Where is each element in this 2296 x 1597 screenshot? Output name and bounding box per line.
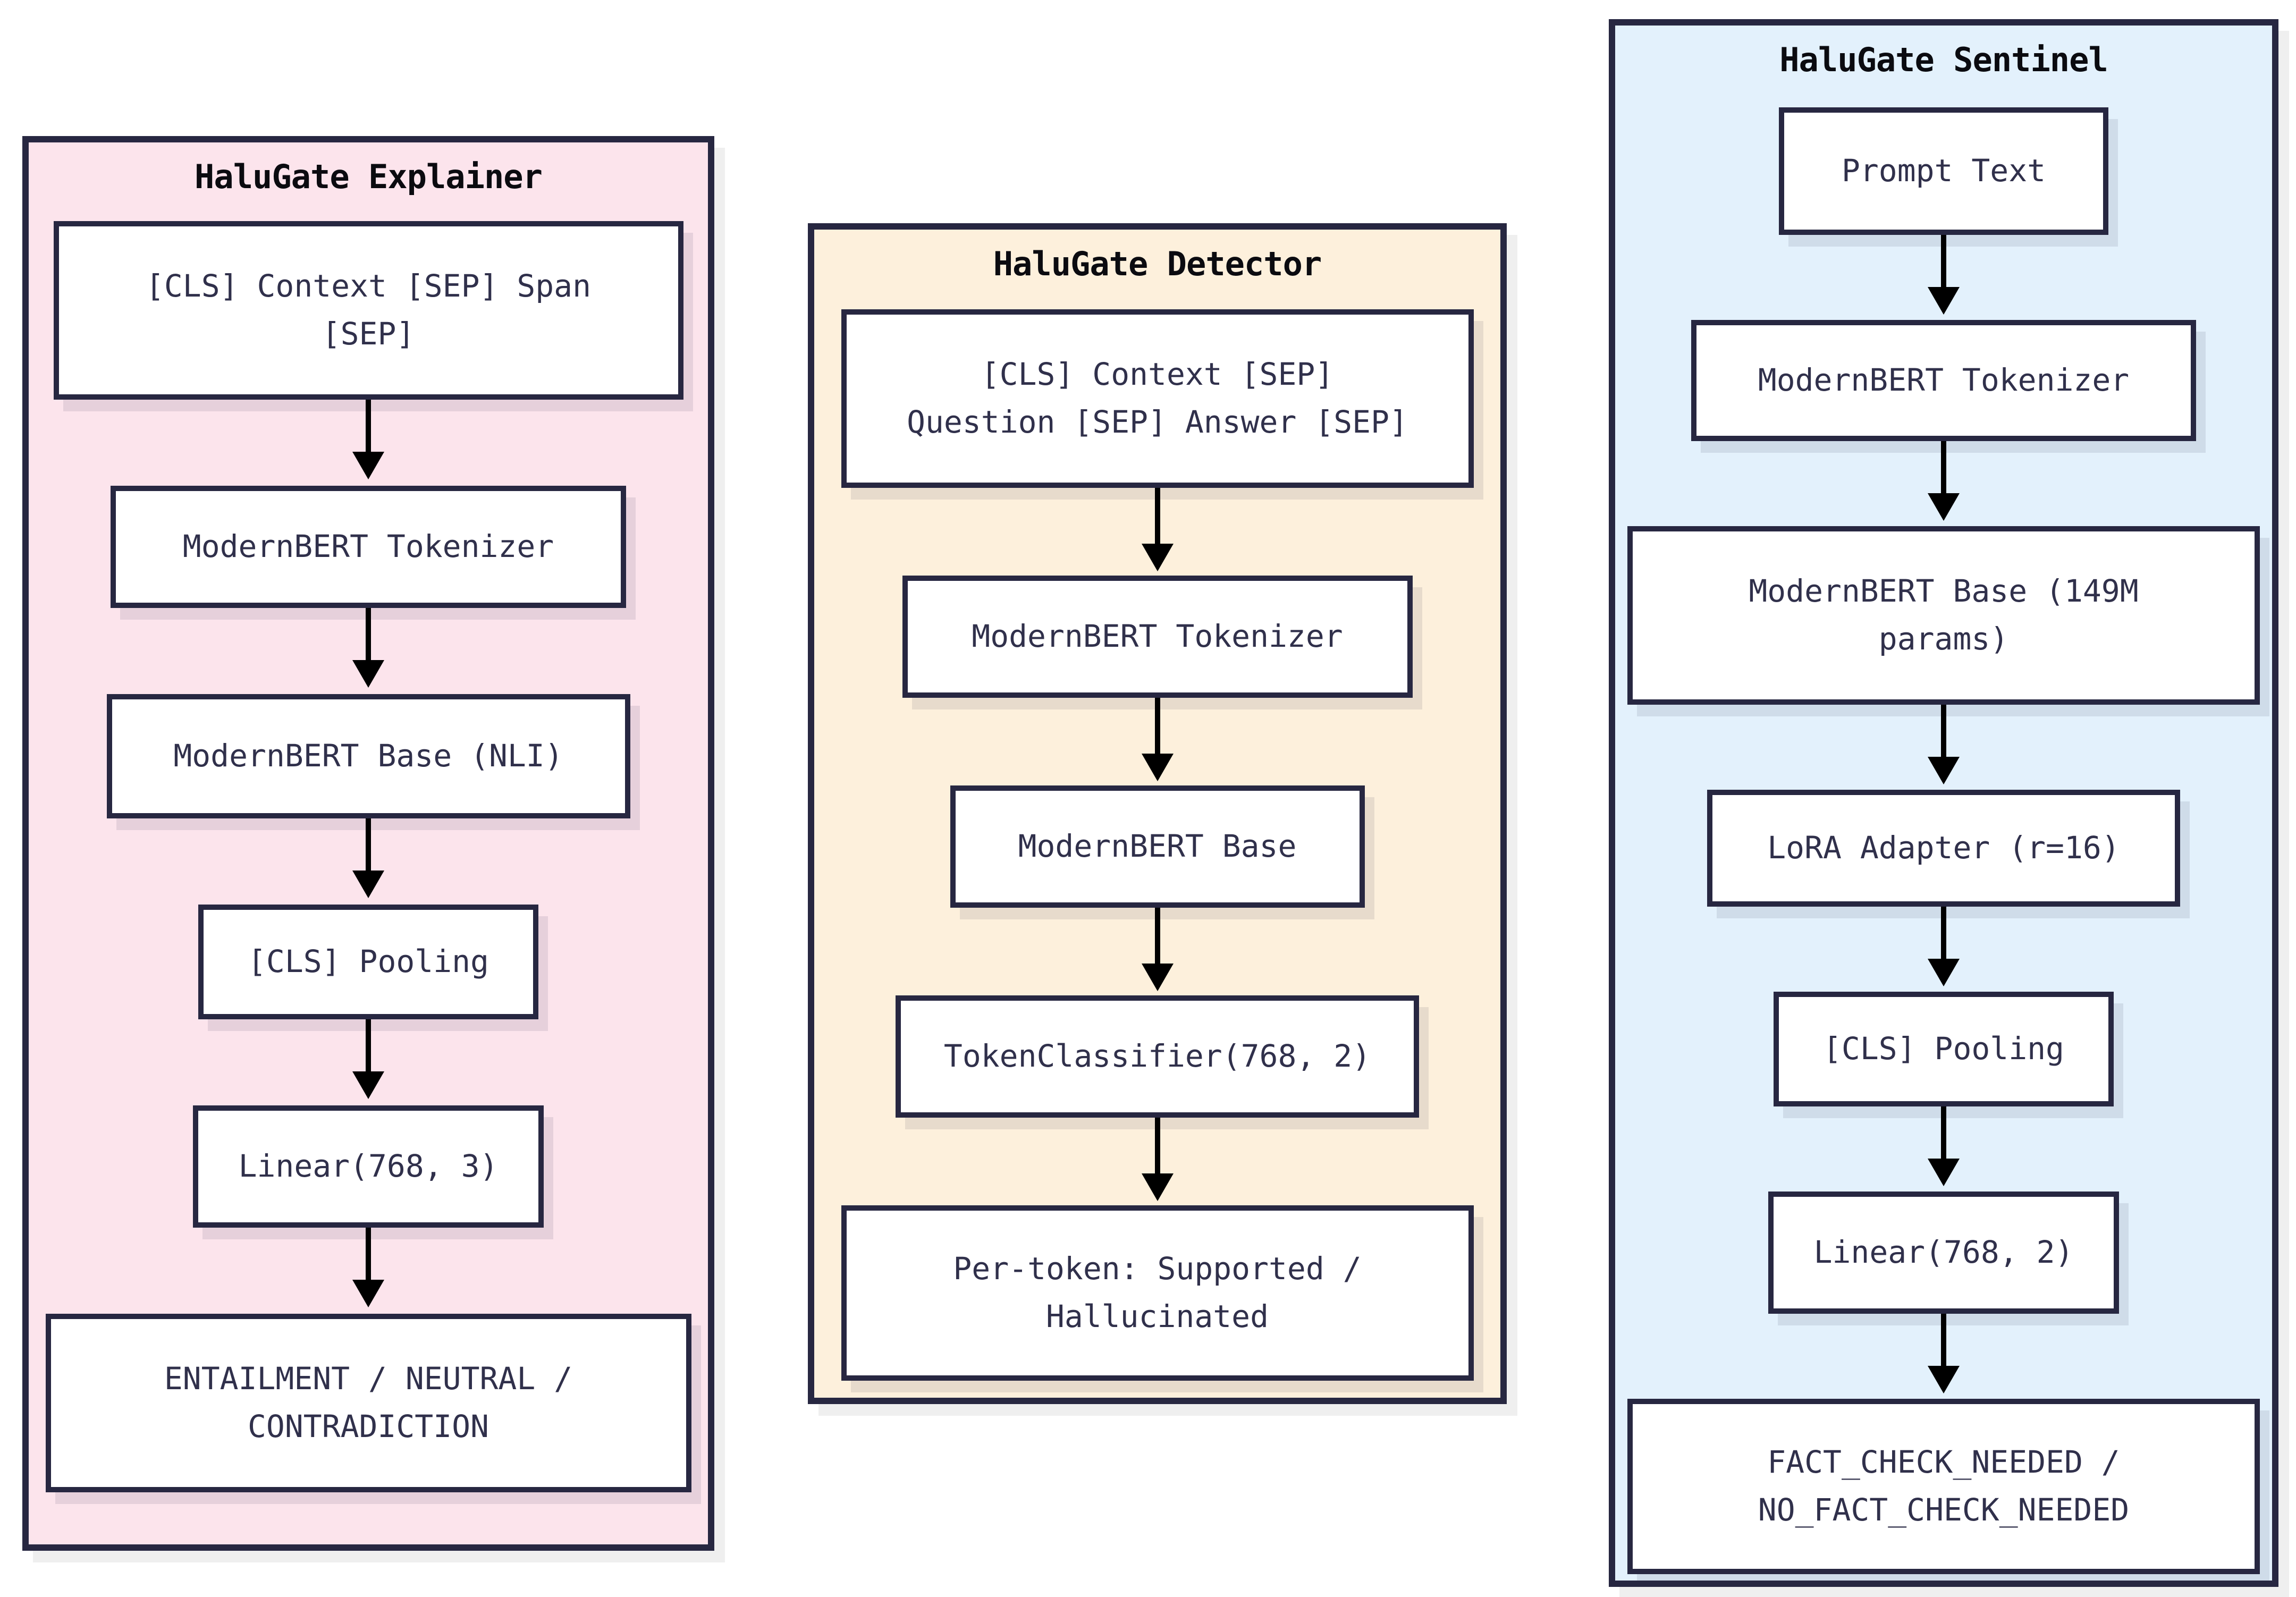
arrow-stem bbox=[366, 1227, 371, 1280]
detector-output-box: Per-token: Supported / Hallucinated bbox=[841, 1205, 1474, 1381]
arrow-head-icon bbox=[352, 451, 384, 479]
down-arrow bbox=[1141, 1117, 1174, 1201]
down-arrow bbox=[1928, 1106, 1960, 1186]
sentinel-tokenizer-box: ModernBERT Tokenizer bbox=[1691, 319, 2196, 441]
arrow-stem bbox=[1154, 697, 1160, 754]
down-arrow bbox=[1928, 234, 1960, 315]
arrow-head-icon bbox=[1141, 753, 1174, 781]
arrow-head-icon bbox=[1928, 493, 1960, 521]
down-arrow bbox=[352, 818, 384, 898]
arrow-stem bbox=[1941, 234, 1946, 287]
down-arrow bbox=[1928, 441, 1960, 521]
arrow-head-icon bbox=[1928, 756, 1960, 784]
arrow-stem bbox=[1154, 907, 1160, 964]
arrow-stem bbox=[366, 818, 371, 871]
arrow-head-icon bbox=[1928, 286, 1960, 315]
down-arrow bbox=[1928, 1313, 1960, 1393]
explainer-tokenizer-box: ModernBERT Tokenizer bbox=[111, 485, 626, 608]
arrow-stem bbox=[1154, 487, 1160, 544]
arrow-stem bbox=[1941, 1106, 1946, 1159]
sentinel-cls-pooling-box: [CLS] Pooling bbox=[1774, 991, 2114, 1106]
arrow-stem bbox=[1941, 906, 1946, 959]
arrow-stem bbox=[366, 399, 371, 452]
down-arrow bbox=[352, 1227, 384, 1307]
arrow-stem bbox=[1941, 1313, 1946, 1366]
detector-tokenizer-box: ModernBERT Tokenizer bbox=[902, 575, 1413, 698]
arrow-head-icon bbox=[352, 870, 384, 898]
explainer-panel-title: HaluGate Explainer bbox=[195, 157, 543, 196]
detector-base-box: ModernBERT Base bbox=[950, 785, 1365, 908]
arrow-head-icon bbox=[1141, 543, 1174, 571]
arrow-stem bbox=[1154, 1117, 1160, 1173]
down-arrow bbox=[1928, 906, 1960, 986]
arrow-stem bbox=[1941, 704, 1946, 757]
sentinel-lora-adapter-box: LoRA Adapter (r=16) bbox=[1707, 789, 2180, 907]
explainer-panel: HaluGate Explainer [CLS] Context [SEP] S… bbox=[22, 136, 714, 1551]
arrow-head-icon bbox=[1928, 1158, 1960, 1186]
explainer-output-box: ENTAILMENT / NEUTRAL / CONTRADICTION bbox=[45, 1313, 691, 1492]
down-arrow bbox=[1141, 907, 1174, 991]
arrow-head-icon bbox=[352, 1279, 384, 1307]
detector-panel: HaluGate Detector [CLS] Context [SEP] Qu… bbox=[808, 223, 1507, 1404]
sentinel-linear-box: Linear(768, 2) bbox=[1768, 1191, 2119, 1314]
down-arrow bbox=[352, 607, 384, 688]
down-arrow bbox=[352, 399, 384, 479]
arrow-head-icon bbox=[1141, 1173, 1174, 1201]
arrow-head-icon bbox=[352, 660, 384, 688]
explainer-base-nli-box: ModernBERT Base (NLI) bbox=[106, 694, 630, 818]
arrow-head-icon bbox=[352, 1071, 384, 1099]
detector-token-classifier-box: TokenClassifier(768, 2) bbox=[896, 995, 1419, 1118]
explainer-input-box: [CLS] Context [SEP] Span [SEP] bbox=[53, 221, 683, 400]
sentinel-base-box: ModernBERT Base (149M params) bbox=[1627, 526, 2260, 705]
arrow-head-icon bbox=[1928, 1365, 1960, 1393]
sentinel-output-box: FACT_CHECK_NEEDED / NO_FACT_CHECK_NEEDED bbox=[1627, 1398, 2260, 1574]
sentinel-panel: HaluGate Sentinel Prompt Text ModernBERT… bbox=[1609, 19, 2278, 1587]
down-arrow bbox=[1928, 704, 1960, 784]
arrow-stem bbox=[366, 607, 371, 660]
down-arrow bbox=[352, 1019, 384, 1099]
detector-input-box: [CLS] Context [SEP] Question [SEP] Answe… bbox=[841, 309, 1474, 488]
arrow-head-icon bbox=[1928, 958, 1960, 986]
down-arrow bbox=[1141, 487, 1174, 571]
explainer-cls-pooling-box: [CLS] Pooling bbox=[198, 904, 538, 1019]
sentinel-panel-title: HaluGate Sentinel bbox=[1779, 40, 2108, 79]
arrow-head-icon bbox=[1141, 963, 1174, 991]
detector-panel-title: HaluGate Detector bbox=[993, 244, 1322, 283]
arrow-stem bbox=[1941, 441, 1946, 493]
explainer-linear-box: Linear(768, 3) bbox=[193, 1105, 544, 1228]
down-arrow bbox=[1141, 697, 1174, 781]
arrow-stem bbox=[366, 1019, 371, 1071]
sentinel-prompt-text-box: Prompt Text bbox=[1779, 107, 2108, 235]
